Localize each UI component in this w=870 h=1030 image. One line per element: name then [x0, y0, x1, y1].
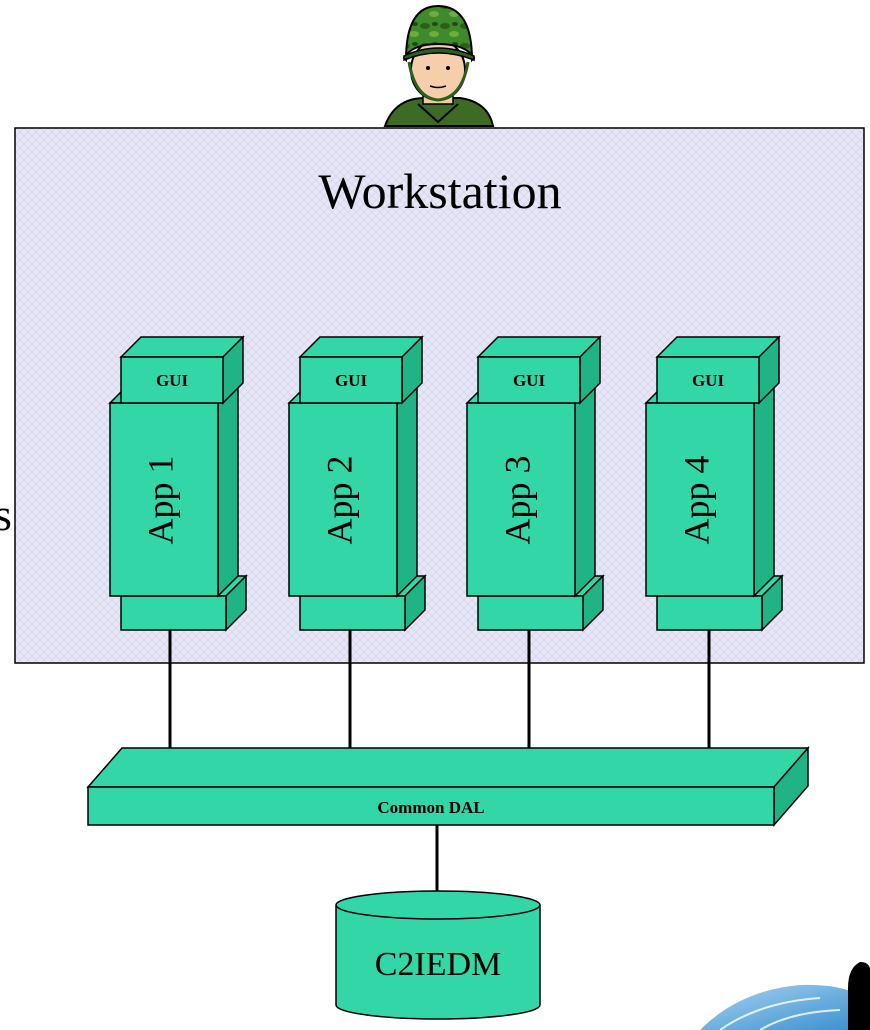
app-body-block-side [396, 381, 418, 598]
gui-block-front [299, 356, 403, 404]
gui-block-top [298, 336, 424, 358]
c2iedm-database: C2IEDM [335, 890, 541, 1020]
common-dal-label: Common DAL [377, 798, 484, 817]
gui-label: GUI [692, 371, 725, 390]
gui-label: GUI [335, 371, 368, 390]
app-components: GUI App 1 GUI App 2 GUI App 3 GUI App 4 [108, 335, 784, 632]
gui-block-front [477, 356, 581, 404]
app-body-block-side [574, 381, 596, 598]
app-label: App 2 [319, 456, 359, 545]
app-body-block-side [217, 381, 239, 598]
app-label: App 4 [676, 456, 716, 545]
app-base-block-front [120, 595, 227, 631]
globe-logo-icon [700, 962, 870, 1030]
gui-block-front [656, 356, 760, 404]
app-base-block-front [299, 595, 406, 631]
app-component-3: GUI App 3 [465, 335, 605, 632]
clipped-text-fragment: s [0, 489, 12, 540]
workstation-title: Workstation [318, 163, 561, 219]
common-dal-bar: Common DAL [86, 745, 810, 828]
database-label: C2IEDM [375, 946, 502, 983]
app-component-2: GUI App 2 [287, 335, 427, 632]
app-label: App 3 [497, 456, 537, 545]
gui-label: GUI [156, 371, 189, 390]
app-body-block-side [753, 381, 775, 598]
gui-block-top [119, 336, 245, 358]
app-connectors [168, 630, 711, 768]
gui-block-front [120, 356, 224, 404]
gui-block-top [476, 336, 602, 358]
app-component-1: GUI App 1 [108, 335, 248, 632]
app-base-block-front [477, 595, 584, 631]
gui-label: GUI [513, 371, 546, 390]
soldier-icon [383, 4, 495, 127]
app-label: App 1 [140, 456, 180, 545]
app-component-4: GUI App 4 [644, 335, 784, 632]
app-base-block-front [656, 595, 763, 631]
gui-block-top [655, 336, 781, 358]
